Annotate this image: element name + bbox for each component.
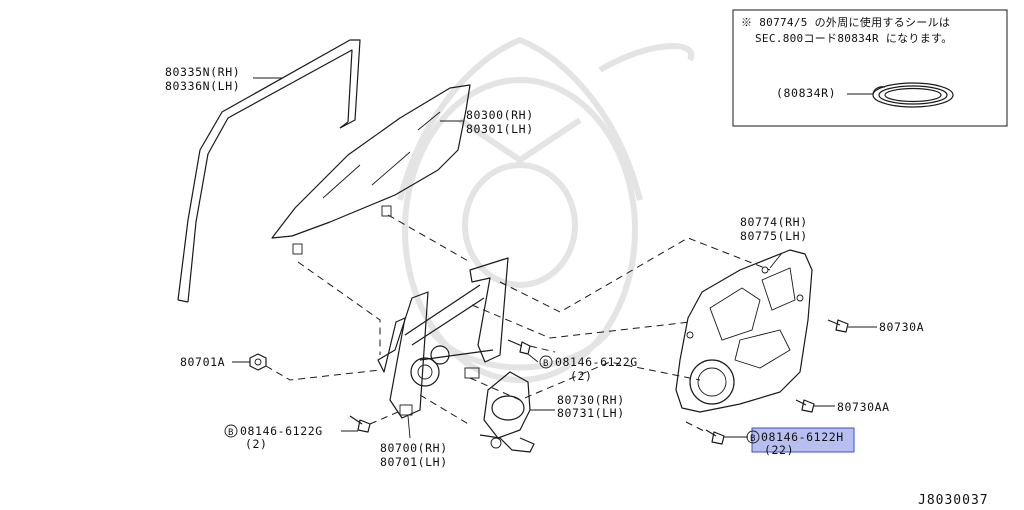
label-bolt-right-code: 08146-6122H (761, 430, 844, 444)
label-nut-80701a: 80701A (180, 355, 225, 369)
label-module-rh: 80774(RH) (740, 215, 808, 229)
bolt-80730a (827, 319, 849, 333)
label-motor-lh: 80731(LH) (557, 406, 625, 420)
label-regulator-rh: 80700(RH) (380, 441, 448, 455)
bolt-left (349, 415, 371, 433)
label-motor-rh: 80730(RH) (557, 393, 625, 407)
label-glass-run-lh: 80336N(LH) (165, 79, 240, 93)
bolt-right (705, 429, 725, 445)
assembly-lines (265, 214, 771, 433)
label-regulator-lh: 80701(LH) (380, 455, 448, 469)
label-bolt-80730a: 80730A (879, 320, 924, 334)
label-bolt-80730aa: 80730AA (837, 400, 890, 414)
callout-bolt-left: B 08146-6122G (2) (224, 424, 323, 451)
b-mark: B (750, 434, 755, 444)
b-mark: B (228, 428, 233, 438)
bolt-80730aa (795, 399, 815, 413)
b-mark: B (543, 359, 548, 369)
watermark-emblem (397, 37, 695, 383)
window-regulator (377, 257, 509, 419)
label-bolt-right-qty: (22) (764, 443, 794, 457)
highlight-box (751, 427, 855, 453)
seal-label: (80834R) (776, 86, 836, 100)
regulator-motor (479, 371, 535, 453)
leader-lines (232, 77, 877, 439)
label-bolt-upper-code: 08146-6122G (555, 355, 638, 369)
door-glass (271, 84, 471, 255)
note-line-2: SEC.800コード80834R になります。 (755, 32, 953, 45)
label-bolt-left-code: 08146-6122G (240, 424, 323, 438)
seal-coil (872, 82, 954, 108)
callout-bolt-right[interactable]: B 08146-6122H (22) (746, 427, 855, 457)
diagram-code: J8030037 (918, 493, 989, 508)
note-line-1: ※ 80774/5 の外周に使用するシールは (741, 16, 950, 29)
label-bolt-upper-qty: (2) (570, 369, 593, 383)
note-box: ※ 80774/5 の外周に使用するシールは SEC.800コード80834R … (732, 9, 1008, 127)
glass-run-channel (177, 39, 361, 303)
label-glass-run-rh: 80335N(RH) (165, 65, 240, 79)
door-module-panel (675, 249, 813, 413)
bolt-upper (507, 339, 531, 355)
label-glass-lh: 80301(LH) (466, 122, 534, 136)
nut-80701a (249, 353, 267, 371)
label-bolt-left-qty: (2) (245, 437, 268, 451)
label-module-lh: 80775(LH) (740, 229, 808, 243)
callout-bolt-upper: B 08146-6122G (2) (539, 355, 638, 383)
label-glass-rh: 80300(RH) (466, 108, 534, 122)
